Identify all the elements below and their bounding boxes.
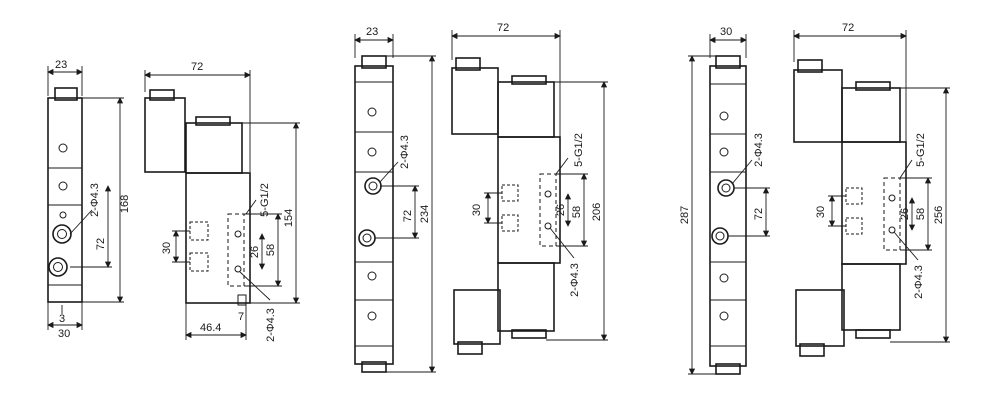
dim-spacing-b: 58 [571,206,583,218]
dim-pitch: 72 [402,210,414,222]
dim-length: 72 [497,22,509,34]
coil [793,69,843,143]
dim-width: 23 [55,59,67,71]
dim-height: 234 [419,205,431,223]
dim-spacing-c: 30 [161,242,173,254]
group1-side-view: 72 154 58 26 30 46.4 7 5-G1/2 2-Φ4.3 [144,61,300,342]
dim-width: 30 [720,26,732,38]
dim-length: 72 [842,22,854,34]
coil [795,289,845,347]
port-label: 5-G1/2 [259,183,271,217]
hole-label: 2-Φ4.3 [399,135,411,169]
solenoid [841,87,901,143]
solenoid [497,81,555,138]
hole-label: 2-Φ4.3 [89,183,101,217]
valve-block [497,136,561,264]
top-fitting [54,87,78,101]
dim-height: 168 [119,195,131,213]
mount-hole-icon [52,224,72,244]
hole-label: 2-Φ4.3 [569,263,581,297]
dim-pitch: 72 [753,208,765,220]
solenoid [841,263,901,331]
dim-height: 287 [679,206,691,224]
dim-spacing-a: 26 [555,204,567,216]
dim-spacing-b: 58 [265,244,277,256]
valve-block [185,172,251,304]
group2-side-view: 72 206 58 26 30 5-G1/2 2-Φ4.3 [451,22,608,355]
mount-hole-icon [48,257,68,277]
group1-front-view: 23 30 3 168 72 2-Φ4.3 [47,59,131,340]
dim-offset: 3 [59,313,65,325]
mount-hole-icon [711,227,729,245]
dim-spacing-a: 26 [899,208,911,220]
dim-length: 72 [191,61,203,73]
dim-height: 206 [591,203,603,221]
coil [451,67,499,135]
solenoid [185,122,243,174]
dim-depth: 46.4 [200,322,221,334]
group3-front-view: 30 287 72 2-Φ4.3 [679,26,770,375]
hole-label: 2-Φ4.3 [753,133,765,167]
coil [144,97,186,173]
mount-hole-icon [717,179,735,197]
dim-base-width: 30 [58,328,70,340]
dim-pitch: 72 [95,238,107,250]
dim-spacing-c: 30 [471,204,483,216]
dim-height: 256 [933,206,945,224]
coil [453,289,501,345]
dim-height: 154 [283,209,295,227]
hole-label: 2-Φ4.3 [913,265,925,299]
valve-body [709,65,747,367]
port-label: 5-G1/2 [915,133,927,167]
port-label: 5-G1/2 [573,133,585,167]
screw-icon [58,181,68,191]
valve-block [841,141,907,265]
dim-spacing-c: 30 [815,206,827,218]
valve-body [354,65,394,365]
mount-hole-icon [358,229,376,247]
dim-width: 23 [366,26,378,38]
solenoid [497,262,555,332]
hole-label: 2-Φ4.3 [265,308,277,342]
dim-spacing-b: 58 [915,208,927,220]
dim-small: 7 [238,311,244,323]
screw-icon [58,143,68,153]
group3-side-view: 72 256 58 26 30 5-G1/2 2-Φ4.3 [793,22,950,357]
mount-hole-icon [364,177,382,195]
dim-spacing-a: 26 [249,246,261,258]
group2-front-view: 23 234 72 2-Φ4.3 [354,26,436,373]
